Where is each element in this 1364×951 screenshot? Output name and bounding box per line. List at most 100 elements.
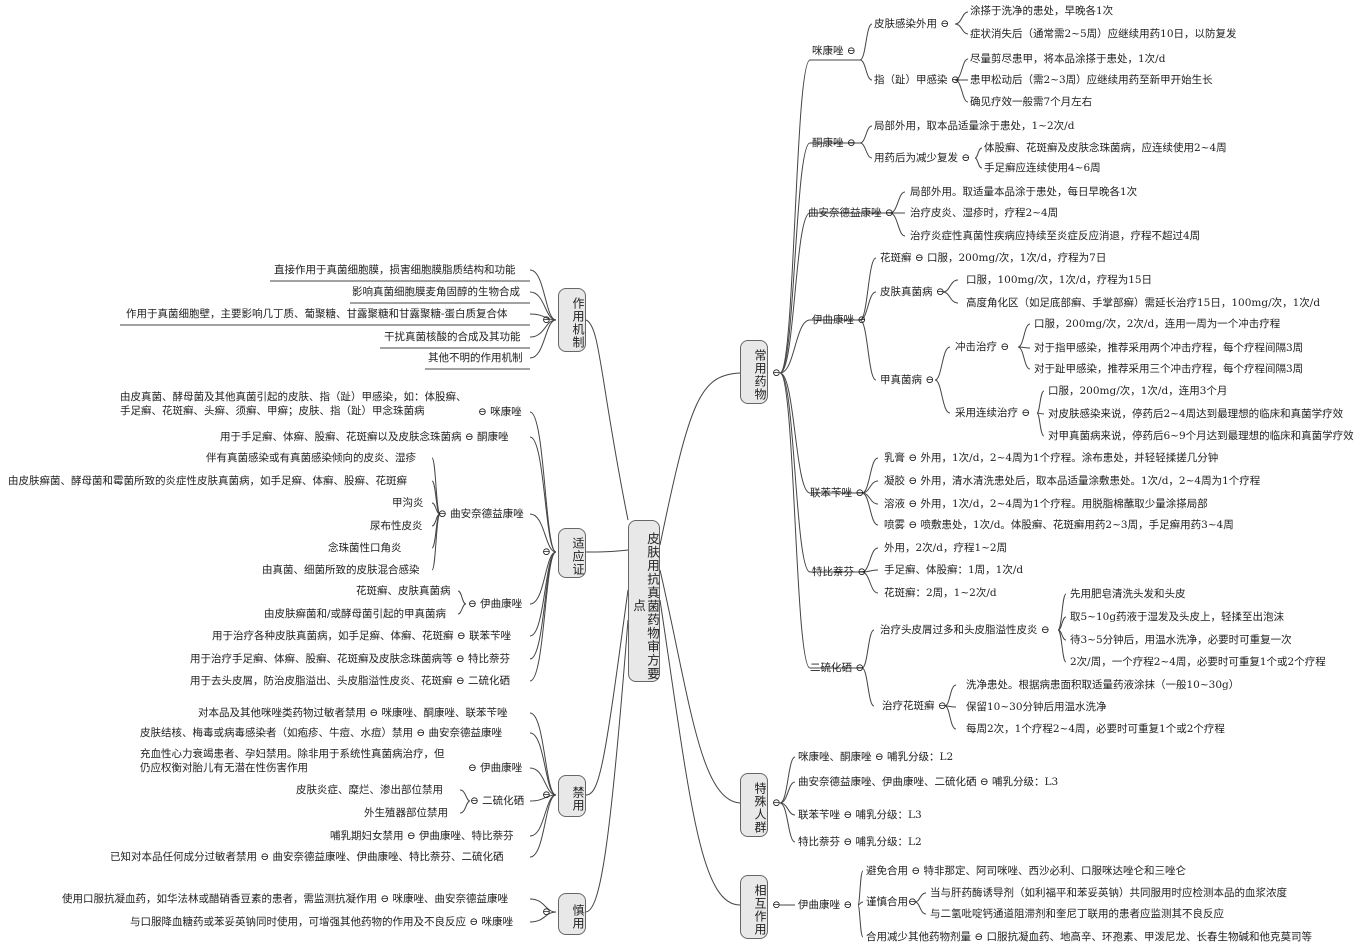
mkz-skin-2: 症状消失后（通常需2~5周）应继续用药10日，以防复发 bbox=[970, 28, 1237, 40]
yq-dermatomycosis[interactable]: 皮肤真菌病 ⊖ bbox=[880, 286, 945, 298]
label: 冲击治疗 bbox=[955, 341, 997, 353]
text: 已知对本品任何成分过敏者禁用 bbox=[110, 851, 257, 863]
mkz-nail[interactable]: 指（趾）甲感染 ⊖ bbox=[874, 74, 960, 86]
label: 避免合用 bbox=[866, 865, 908, 877]
label: 治疗头皮屑过多和头皮脂溢性皮炎 bbox=[880, 624, 1038, 636]
branch-interaction[interactable]: 相互作用 bbox=[740, 875, 768, 939]
label: 咪康唑 bbox=[490, 406, 522, 418]
con-4[interactable]: ⊖ 二硫化硒 bbox=[470, 795, 525, 807]
yq-pf-2: 高度角化区（如足底部癣、手掌部癣）需延长治疗15日，100mg/次，1次/d bbox=[966, 297, 1321, 309]
tb-2: 手足癣、体股癣：1周，1次/d bbox=[884, 564, 1024, 576]
el-hb-1: 洗净患处。根据病患面积取适量药液涂抹（一般10~30g） bbox=[966, 679, 1240, 691]
el-tp-1: 先用肥皂清洗头发和头皮 bbox=[1070, 588, 1186, 600]
drug-ketoconazole[interactable]: 酮康唑 ⊖ bbox=[812, 137, 856, 149]
yq-continuous[interactable]: 采用连续治疗 ⊖ bbox=[955, 407, 1031, 419]
mkz-nail-2: 患甲松动后（需2~3周）应继续用药至新甲开始生长 bbox=[970, 74, 1213, 86]
drug-itraconazole[interactable]: 伊曲康唑 ⊖ bbox=[812, 314, 867, 326]
con-3[interactable]: ⊖ 伊曲康唑 bbox=[468, 762, 523, 774]
collapse-icon[interactable]: ⊖ bbox=[542, 546, 551, 558]
tb-3: 花斑癣：2周，1~2次/d bbox=[884, 587, 997, 599]
branch-common-drugs[interactable]: 常用药物 bbox=[740, 340, 768, 404]
qands-2: 治疗皮炎、湿疹时，疗程2~4周 bbox=[910, 207, 1059, 219]
label: 曲安奈德益康唑、伊曲康唑、特比萘芬、二硫化硒 bbox=[272, 851, 504, 863]
tkz-2b: 手足癣应连续使用4~6周 bbox=[984, 162, 1101, 174]
text: 特非那定、阿司咪唑、西沙必利、口服咪达唑仑和三唑仑 bbox=[923, 865, 1186, 877]
yq-tinea-versicolor[interactable]: 花斑癣 ⊖ 口服，200mg/次，1次/d，疗程为7日 bbox=[880, 252, 1107, 264]
ind-q-1: 伴有真菌感染或有真菌感染倾向的皮炎、湿疹 bbox=[206, 452, 416, 464]
text: 对本品及其他咪唑类药物过敏者禁用 bbox=[198, 707, 366, 719]
drug-bifonazole[interactable]: 联苯苄唑 ⊖ bbox=[810, 487, 865, 499]
ind-lb: 用于治疗各种皮肤真菌病，如手足癣、体癣、花斑癣 ⊖ 联苯苄唑 bbox=[212, 630, 511, 642]
el-dandruff[interactable]: 治疗头皮屑过多和头皮脂溢性皮炎 ⊖ bbox=[880, 624, 1050, 636]
mech-4: 干扰真菌核酸的合成及其功能 bbox=[384, 331, 521, 343]
con-4b: 外生殖器部位禁用 bbox=[364, 807, 448, 819]
collapse-icon[interactable]: ⊖ bbox=[542, 906, 551, 918]
sp-4: 特比萘芬 ⊖ 哺乳分级：L2 bbox=[798, 836, 922, 848]
label: 曲安奈德益康唑 bbox=[808, 207, 882, 219]
label: 用药后为减少复发 bbox=[874, 152, 958, 164]
text: 哺乳分级：L3 bbox=[855, 809, 922, 821]
label: 曲安奈德益康唑 bbox=[428, 727, 502, 739]
cau-2: 与口服降血糖药或苯妥英钠同时使用，可增强其他药物的作用及不良反应 ⊖ 咪康唑 bbox=[130, 916, 513, 928]
center-node[interactable]: 皮肤用抗真菌药物审方要点 bbox=[628, 520, 660, 682]
collapse-icon[interactable]: ⊖ bbox=[542, 314, 551, 326]
it-care-1: 当与肝药酶诱导剂（如利福平和苯妥英钠）共同服用时应检测本品的血浆浓度 bbox=[930, 887, 1287, 899]
text: 用于手足癣、体癣、股癣、花斑癣以及皮肤念珠菌病 bbox=[220, 431, 462, 443]
ind-y[interactable]: ⊖ 伊曲康唑 bbox=[468, 598, 523, 610]
it-care[interactable]: 谨慎合用⊖ bbox=[866, 896, 917, 908]
ind-mkz[interactable]: ⊖ 咪康唑 bbox=[478, 406, 522, 418]
label: 乳膏 bbox=[884, 452, 905, 464]
branch-indication[interactable]: 适应证 bbox=[558, 528, 586, 578]
yq-onychomycosis[interactable]: 甲真菌病 ⊖ bbox=[880, 374, 935, 386]
drug-terbinafine[interactable]: 特比萘芬 ⊖ bbox=[812, 566, 867, 578]
drug-selenium-sulfide[interactable]: 二硫化硒 ⊖ bbox=[810, 662, 865, 674]
tkz-2[interactable]: 用药后为减少复发 ⊖ bbox=[874, 152, 971, 164]
it-drug[interactable]: 伊曲康唑 ⊖ bbox=[798, 899, 853, 911]
label: 合用减少其他药物剂量 bbox=[866, 931, 971, 943]
label: 联苯苄唑 bbox=[468, 630, 511, 642]
drug-triamcinolone-econazole[interactable]: 曲安奈德益康唑 ⊖ bbox=[808, 207, 894, 219]
ind-q[interactable]: ⊖ 曲安奈德益康唑 bbox=[438, 508, 524, 520]
ind-y-2: 由皮肤癣菌和/或酵母菌引起的甲真菌病 bbox=[264, 608, 447, 620]
mech-3: 作用于真菌细胞壁，主要影响几丁质、葡聚糖、甘露聚糖和甘露聚糖-蛋白质复合体 bbox=[126, 308, 508, 320]
label: 咪康唑 bbox=[812, 45, 844, 57]
label: 咪康唑、酮康唑、联苯苄唑 bbox=[381, 707, 508, 719]
label: 溶液 bbox=[884, 498, 905, 510]
collapse-icon[interactable]: ⊖ bbox=[772, 899, 781, 911]
label: 皮肤感染外用 bbox=[874, 18, 937, 30]
drug-miconazole[interactable]: 咪康唑 ⊖ bbox=[812, 45, 856, 57]
ind-mkz-2: 手足癣、花斑癣、头癣、须癣、甲癣；皮肤、指（趾）甲念珠菌病 bbox=[120, 405, 425, 417]
lb-gel: 凝胶 ⊖ 外用，清水清洗患处后，取本品适量涂敷患处。1次/d，2~4周为1个疗程 bbox=[884, 475, 1261, 487]
it-reduce: 合用减少其他药物剂量 ⊖ 口服抗凝血药、地高辛、环孢素、甲泼尼龙、长春生物碱和他… bbox=[866, 931, 1312, 943]
el-tp-4: 2次/周，一个疗程2~4周，必要时可重复1个或2个疗程 bbox=[1070, 656, 1326, 668]
branch-caution[interactable]: 慎用 bbox=[558, 893, 586, 935]
text: 用于治疗手足癣、体癣、股癣、花斑癣及皮肤念珠菌病等 bbox=[190, 653, 453, 665]
ind-y-1: 花斑癣、皮肤真菌病 bbox=[356, 585, 451, 597]
text: 哺乳分级：L3 bbox=[991, 776, 1059, 788]
label: 二硫化硒 bbox=[482, 795, 525, 807]
branch-special-population[interactable]: 特殊人群 bbox=[740, 773, 768, 837]
el-tp-2: 取5~10g药液于湿发及头皮上，轻揉至出泡沫 bbox=[1070, 611, 1285, 623]
ind-q-4: 尿布性皮炎 bbox=[370, 520, 423, 532]
el-versicolor[interactable]: 治疗花斑癣 ⊖ bbox=[882, 700, 947, 712]
label: 伊曲康唑 bbox=[480, 762, 523, 774]
yq-pulse[interactable]: 冲击治疗 ⊖ bbox=[955, 341, 1010, 353]
label: 伊曲康唑 bbox=[812, 314, 854, 326]
label: 采用连续治疗 bbox=[955, 407, 1018, 419]
label: 喷雾 bbox=[884, 519, 905, 531]
branch-mechanism[interactable]: 作用机制 bbox=[558, 288, 586, 352]
lb-spray: 喷雾 ⊖ 喷敷患处，1次/d。体股癣、花斑癣用药2~3周，手足癣用药3~4周 bbox=[884, 519, 1234, 531]
label: 酮康唑 bbox=[812, 137, 844, 149]
text: 用于去头皮屑，防治皮脂溢出、头皮脂溢性皮炎、花斑癣 bbox=[190, 675, 453, 687]
collapse-icon[interactable]: ⊖ bbox=[542, 789, 551, 801]
label: 二硫化硒 bbox=[467, 675, 510, 687]
mkz-skin[interactable]: 皮肤感染外用 ⊖ bbox=[874, 18, 950, 30]
collapse-icon[interactable]: ⊖ bbox=[772, 367, 781, 379]
branch-contraindication[interactable]: 禁用 bbox=[558, 775, 586, 817]
yq-cj-1: 口服，200mg/次，2次/d，连用一周为一个冲击疗程 bbox=[1034, 318, 1281, 330]
label: 伊曲康唑 bbox=[480, 598, 523, 610]
label: 指（趾）甲感染 bbox=[874, 74, 948, 86]
collapse-icon[interactable]: ⊖ bbox=[772, 797, 781, 809]
label: 伊曲康唑、特比萘芬 bbox=[418, 830, 514, 842]
mech-2: 影响真菌细胞膜麦角固醇的生物合成 bbox=[352, 286, 520, 298]
